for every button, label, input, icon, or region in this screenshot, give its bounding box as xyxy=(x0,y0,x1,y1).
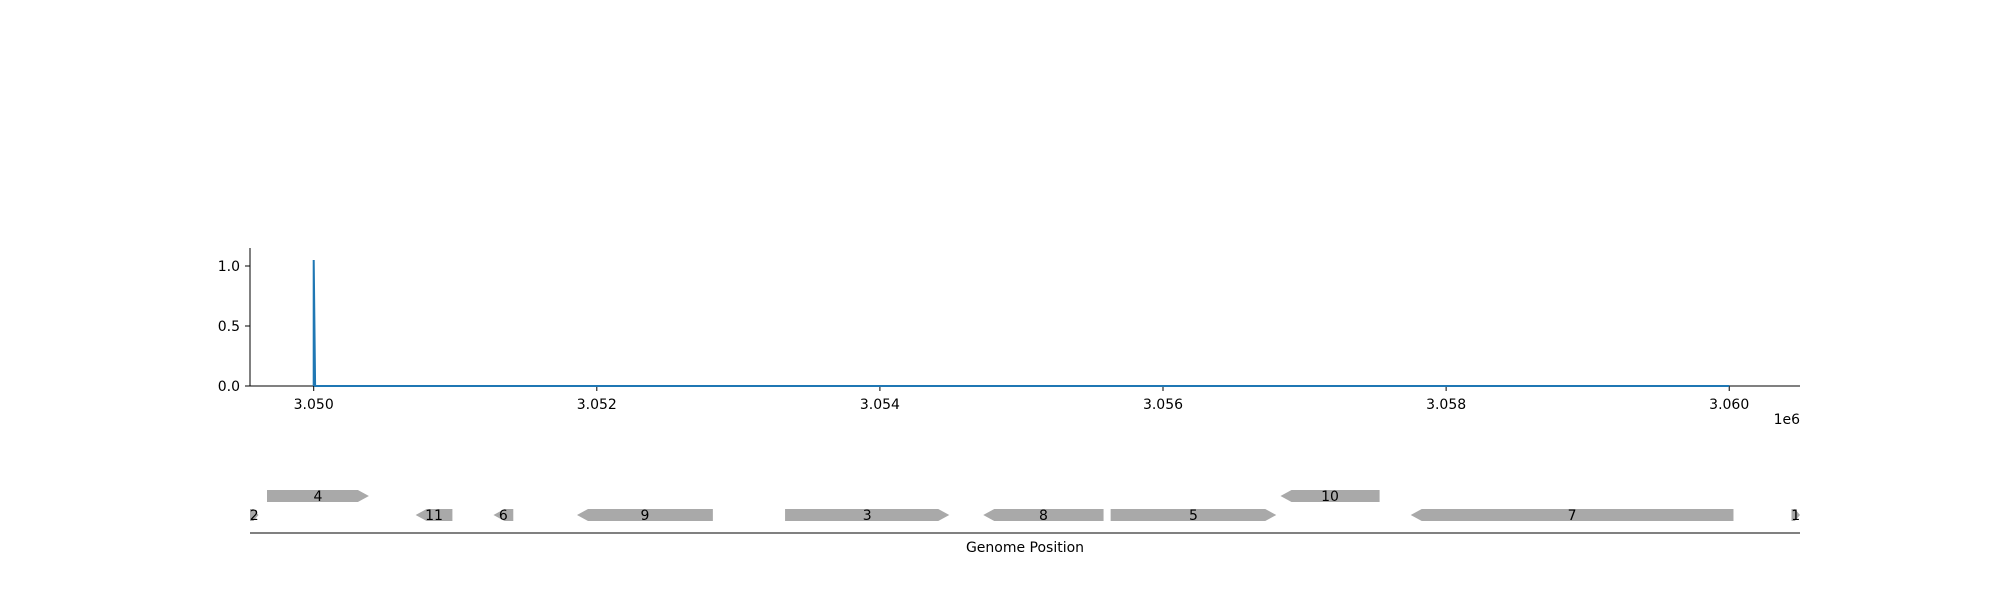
gene-track-xlabel: Genome Position xyxy=(966,540,1084,556)
gene-label: 11 xyxy=(425,508,443,524)
gene-arrow xyxy=(576,509,713,521)
x-tick-label: 3.052 xyxy=(577,397,617,413)
gene-label: 2 xyxy=(250,508,259,524)
gene-arrow xyxy=(493,509,514,521)
y-tick-label: 1.0 xyxy=(218,259,240,275)
gene-arrow xyxy=(250,509,259,521)
gene-arrow xyxy=(983,509,1104,521)
x-tick-label: 3.054 xyxy=(860,397,900,413)
x-tick-label: 3.050 xyxy=(294,397,334,413)
x-tick-label: 3.058 xyxy=(1426,397,1466,413)
gene-label: 9 xyxy=(640,508,649,524)
x-offset-label: 1e6 xyxy=(1774,412,1801,428)
gene-features: 2 4 11 6 9 3 8 5 10 7 1 xyxy=(250,489,1800,524)
gene-label: 10 xyxy=(1321,489,1339,505)
x-tick-label: 3.056 xyxy=(1143,397,1183,413)
coverage-plot: 0.0 0.5 1.0 3.050 3.052 3.054 3.056 3.058 3.060… xyxy=(218,248,1800,428)
y-tick-label: 0.5 xyxy=(218,319,240,335)
x-tick-label: 3.060 xyxy=(1709,397,1749,413)
gene-label: 6 xyxy=(499,508,508,524)
gene-arrow xyxy=(1791,509,1800,521)
y-ticks: 0.0 0.5 1.0 xyxy=(218,259,250,395)
gene-label: 1 xyxy=(1791,508,1800,524)
gene-arrow xyxy=(415,509,453,521)
gene-label: 4 xyxy=(313,489,322,505)
gene-arrow xyxy=(785,509,950,521)
x-ticks: 3.050 3.052 3.054 3.056 3.058 3.060 xyxy=(294,386,1749,413)
gene-label: 7 xyxy=(1568,508,1577,524)
gene-arrow xyxy=(1410,509,1734,521)
coverage-series-line xyxy=(312,259,1730,387)
gene-arrow xyxy=(1110,509,1277,521)
gene-label: 3 xyxy=(863,508,872,524)
y-tick-label: 0.0 xyxy=(218,379,240,395)
gene-label: 8 xyxy=(1039,508,1048,524)
gene-track: 2 4 11 6 9 3 8 5 10 7 1 Genome Position xyxy=(250,489,1800,556)
gene-arrow xyxy=(1280,490,1380,502)
gene-arrow xyxy=(266,490,369,502)
gene-label: 5 xyxy=(1189,508,1198,524)
